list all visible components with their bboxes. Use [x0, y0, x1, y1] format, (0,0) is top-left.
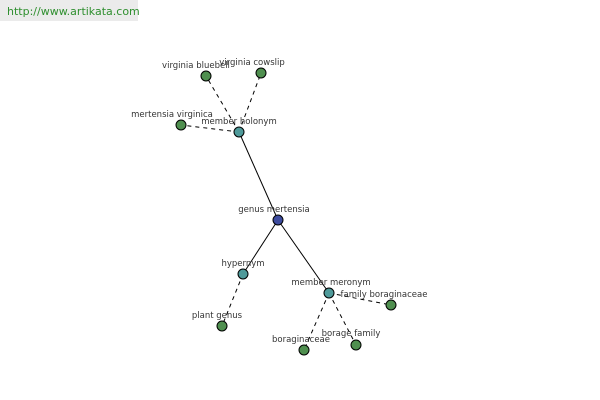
edge-member-holonym-to-virginia-bluebell: [205, 75, 240, 133]
edge-member-holonym-to-virginia-cowslip: [238, 72, 262, 133]
node-dot-hypernym[interactable]: [237, 268, 249, 280]
node-label-genus-mertensia[interactable]: genus mertensia: [238, 205, 309, 215]
node-virginia-cowslip[interactable]: virginia cowslip: [219, 58, 285, 79]
node-dot-boraginaceae[interactable]: [298, 344, 310, 356]
node-dot-virginia-cowslip[interactable]: [255, 67, 267, 79]
edge-member-meronym-to-boraginaceae: [303, 292, 330, 351]
edge-member-meronym-to-borage-family: [328, 292, 357, 346]
node-label-boraginaceae[interactable]: boraginaceae: [272, 335, 330, 345]
node-dot-member-holonym[interactable]: [233, 126, 245, 138]
watermark-url[interactable]: http://www.artikata.com: [0, 0, 140, 21]
node-boraginaceae[interactable]: boraginaceae: [272, 335, 330, 356]
node-label-member-meronym[interactable]: member meronym: [291, 278, 370, 288]
edge-genus-mertensia-to-hypernym: [242, 219, 279, 275]
node-dot-plant-genus[interactable]: [216, 320, 228, 332]
node-hypernym[interactable]: hypernym: [221, 259, 265, 280]
node-dot-mertensia-virginica[interactable]: [175, 119, 187, 131]
node-genus-mertensia[interactable]: genus mertensia: [238, 205, 310, 226]
edge-member-meronym-to-family-boraginaceae: [328, 292, 392, 306]
node-label-mertensia-virginica[interactable]: mertensia virginica: [131, 110, 213, 120]
node-member-meronym[interactable]: member meronym: [291, 278, 371, 299]
node-borage-family[interactable]: borage family: [322, 329, 381, 351]
node-mertensia-virginica[interactable]: mertensia virginica: [131, 110, 213, 131]
nodes-layer: genus mertensia member holonym hypernym mem…: [131, 58, 428, 356]
node-dot-genus-mertensia[interactable]: [272, 214, 284, 226]
edge-genus-mertensia-to-member-holonym: [238, 131, 279, 221]
node-dot-borage-family[interactable]: [350, 339, 362, 351]
node-label-borage-family[interactable]: borage family: [322, 329, 381, 339]
node-label-hypernym[interactable]: hypernym: [221, 259, 264, 269]
node-label-family-boraginaceae[interactable]: family boraginaceae: [341, 290, 428, 300]
node-dot-member-meronym[interactable]: [323, 287, 335, 299]
node-plant-genus[interactable]: plant genus: [192, 311, 243, 332]
node-member-holonym[interactable]: member holonym: [201, 117, 277, 138]
edge-genus-mertensia-to-member-meronym: [277, 219, 330, 294]
edge-member-holonym-to-mertensia-virginica: [180, 124, 240, 133]
node-label-virginia-bluebell[interactable]: virginia bluebell: [162, 61, 230, 71]
node-label-virginia-cowslip[interactable]: virginia cowslip: [219, 58, 285, 68]
edge-hypernym-to-plant-genus: [221, 273, 244, 327]
edges-layer: [180, 72, 392, 351]
node-dot-family-boraginaceae[interactable]: [385, 299, 397, 311]
node-virginia-bluebell[interactable]: virginia bluebell: [162, 61, 230, 82]
node-dot-virginia-bluebell[interactable]: [200, 70, 212, 82]
node-label-member-holonym[interactable]: member holonym: [201, 117, 276, 127]
node-label-plant-genus[interactable]: plant genus: [192, 311, 243, 321]
node-family-boraginaceae[interactable]: family boraginaceae: [341, 290, 428, 311]
